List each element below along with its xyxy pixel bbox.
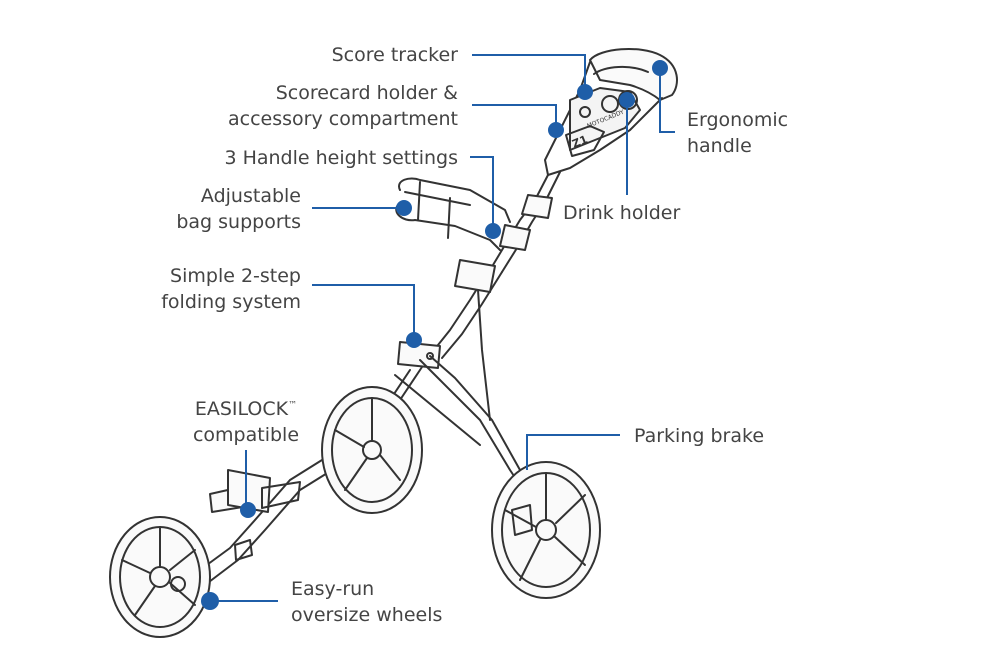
- rear-wheel-left: [321, 386, 423, 514]
- label-handle-height: 3 Handle height settings: [224, 147, 458, 169]
- dot-easilock: [240, 502, 256, 518]
- dot-handle-height: [485, 223, 501, 239]
- dot-scorecard-holder: [548, 122, 564, 138]
- leader-score-tracker: [472, 54, 586, 90]
- label-parking-brake: Parking brake: [634, 425, 765, 447]
- label-bag-supports: Adjustable bag supports: [176, 185, 301, 233]
- trademark-symbol: ™: [288, 400, 298, 411]
- dot-drink-holder: [619, 92, 635, 108]
- label-score-tracker: Score tracker: [331, 44, 458, 66]
- label-scorecard-holder: Scorecard holder & accessory compartment: [228, 82, 458, 130]
- leader-folding-system: [312, 284, 415, 340]
- leader-ergonomic-handle: [659, 68, 675, 133]
- model-mark: Z1: [570, 133, 589, 151]
- label-ergonomic-handle: Ergonomic handle: [687, 109, 789, 157]
- label-drink-holder: Drink holder: [563, 202, 681, 224]
- leader-handle-height: [470, 156, 494, 231]
- dot-folding-system: [406, 332, 422, 348]
- upper-frame: [379, 171, 561, 431]
- label-wheels: Easy-run oversize wheels: [291, 578, 443, 626]
- label-folding-system: Simple 2-step folding system: [161, 265, 301, 313]
- dot-score-tracker: [577, 84, 593, 100]
- dot-wheels: [201, 592, 219, 610]
- front-wheel: [109, 516, 211, 638]
- central-hinge: [397, 341, 441, 369]
- rear-wheel-right: [491, 461, 601, 599]
- dot-ergonomic-handle: [652, 60, 668, 76]
- dot-bag-supports: [396, 200, 412, 216]
- leader-parking-brake: [526, 434, 620, 470]
- leader-scorecard-holder: [472, 104, 557, 130]
- easilock-text: EASILOCK: [194, 398, 289, 420]
- label-easilock: EASILOCK™ compatible: [192, 398, 300, 446]
